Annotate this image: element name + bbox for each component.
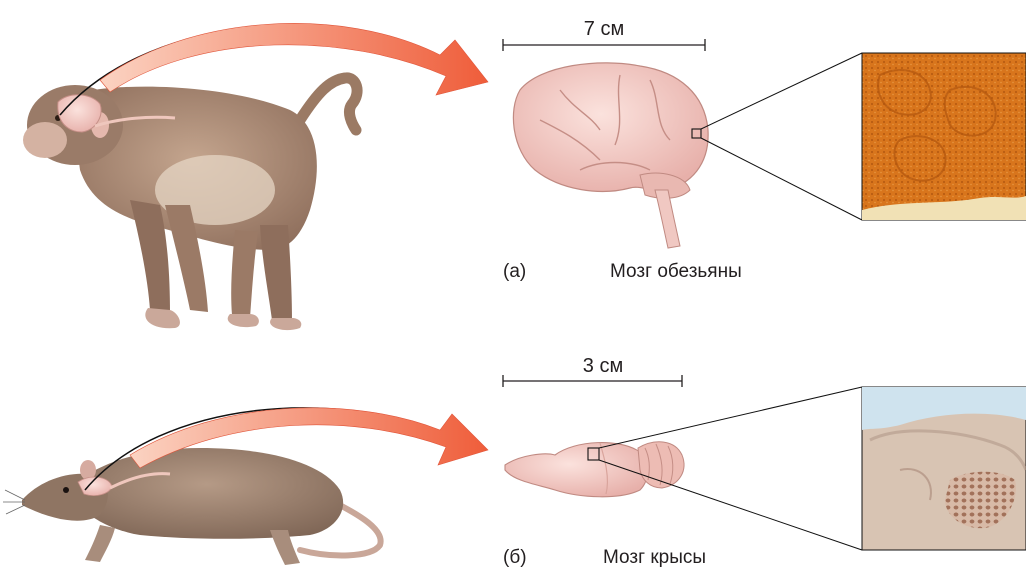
caption-b: Мозг крысы (603, 547, 706, 568)
scale-bar-b: 3 см (503, 355, 682, 387)
zoom-line-b-bottom (599, 460, 862, 550)
panel-a: 7 см (а) Мозг обезьяны (23, 18, 1026, 330)
caption-a: Мозг обезьяны (610, 261, 742, 282)
panel-letter-b: (б) (503, 547, 527, 568)
monkey-illustration (23, 78, 357, 330)
barrel-cortex-micrograph-b (862, 387, 1026, 550)
panel-letter-a: (а) (503, 261, 526, 282)
scale-bar-a: 7 см (503, 18, 705, 51)
scale-label-a: 7 см (584, 18, 624, 40)
cortex-micrograph-a (862, 53, 1026, 220)
scale-label-b: 3 см (583, 355, 623, 377)
zoom-line-a-top (701, 53, 862, 129)
monkey-brain-illustration (513, 63, 708, 248)
rat-illustration (3, 448, 381, 565)
zoom-line-a-bottom (701, 138, 862, 220)
rat-brain-illustration (505, 442, 684, 497)
zoom-line-b-top (599, 387, 862, 448)
panel-b: 3 см (б) Мозг крысы (3, 355, 1026, 568)
